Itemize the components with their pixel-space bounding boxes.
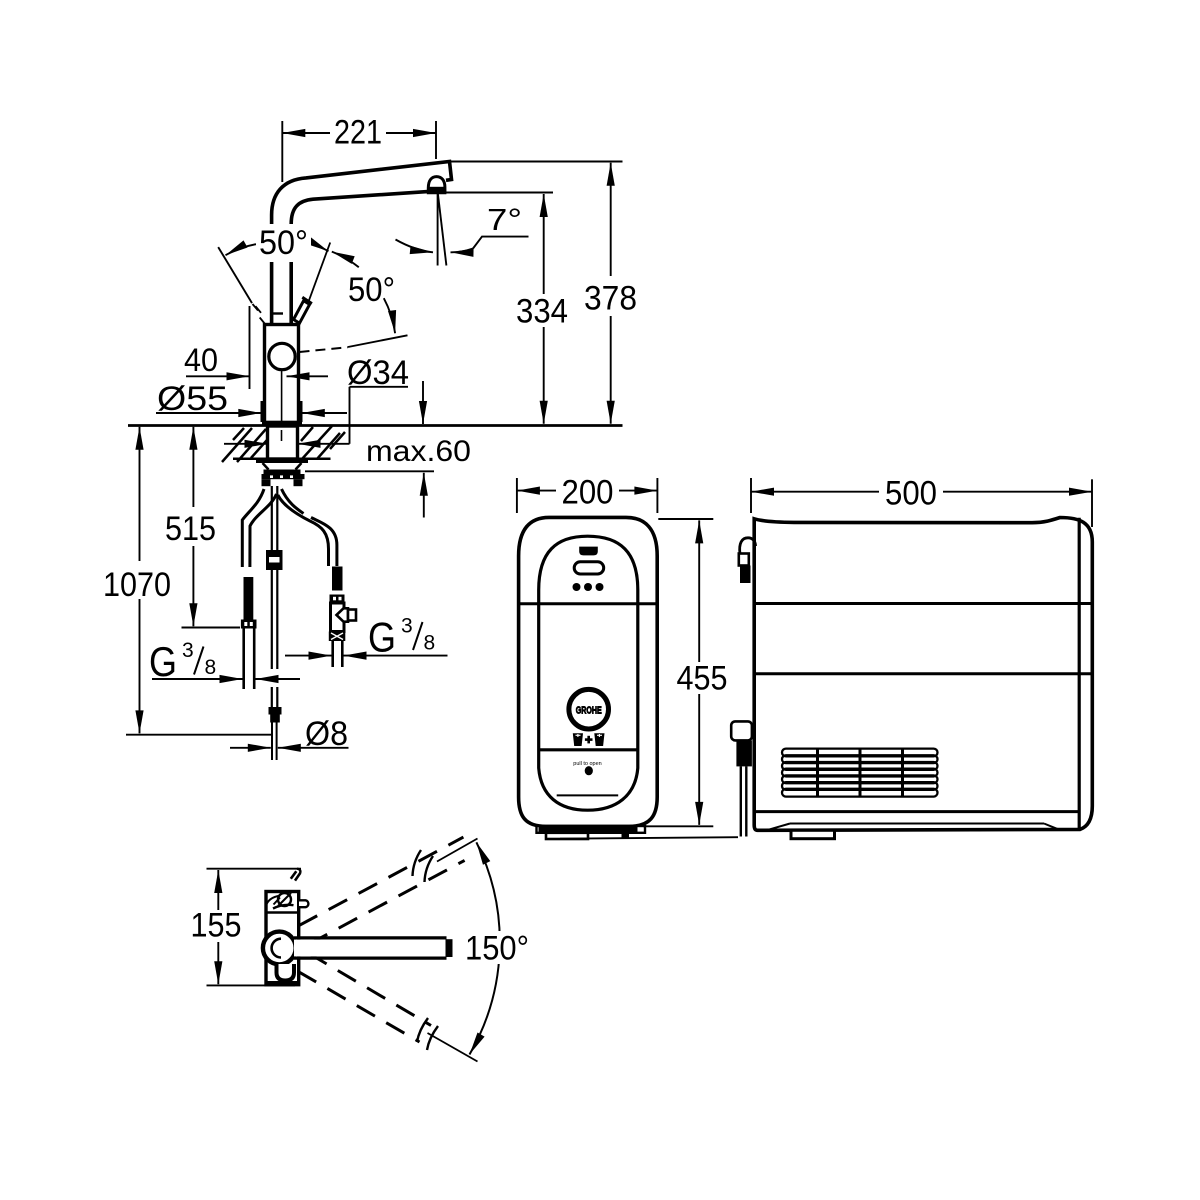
svg-text:515: 515 bbox=[165, 510, 216, 548]
svg-text:G: G bbox=[149, 638, 177, 685]
svg-text:8: 8 bbox=[205, 656, 217, 679]
svg-text:Ø8: Ø8 bbox=[305, 715, 348, 753]
svg-text:500: 500 bbox=[885, 475, 937, 513]
svg-text:40: 40 bbox=[184, 342, 218, 378]
svg-text:GROHE: GROHE bbox=[576, 705, 602, 717]
svg-text:3: 3 bbox=[182, 639, 194, 662]
svg-text:8: 8 bbox=[424, 632, 436, 655]
svg-text:50°: 50° bbox=[259, 224, 308, 262]
svg-text:Ø34: Ø34 bbox=[347, 354, 409, 392]
svg-text:7°: 7° bbox=[487, 202, 522, 237]
svg-text:G: G bbox=[368, 614, 396, 661]
svg-text:max.60: max.60 bbox=[366, 435, 471, 468]
svg-text:1070: 1070 bbox=[103, 566, 171, 604]
svg-text:Ø55: Ø55 bbox=[157, 380, 228, 418]
svg-text:3: 3 bbox=[401, 615, 413, 638]
svg-text:334: 334 bbox=[516, 293, 568, 331]
svg-text:pull to open: pull to open bbox=[573, 761, 601, 767]
svg-text:150°: 150° bbox=[465, 930, 529, 968]
svg-text:378: 378 bbox=[584, 280, 637, 318]
svg-text:200: 200 bbox=[562, 474, 614, 512]
svg-text:455: 455 bbox=[677, 660, 728, 698]
svg-text:155: 155 bbox=[191, 907, 242, 945]
svg-text:221: 221 bbox=[334, 114, 382, 152]
svg-text:50°: 50° bbox=[348, 271, 395, 309]
